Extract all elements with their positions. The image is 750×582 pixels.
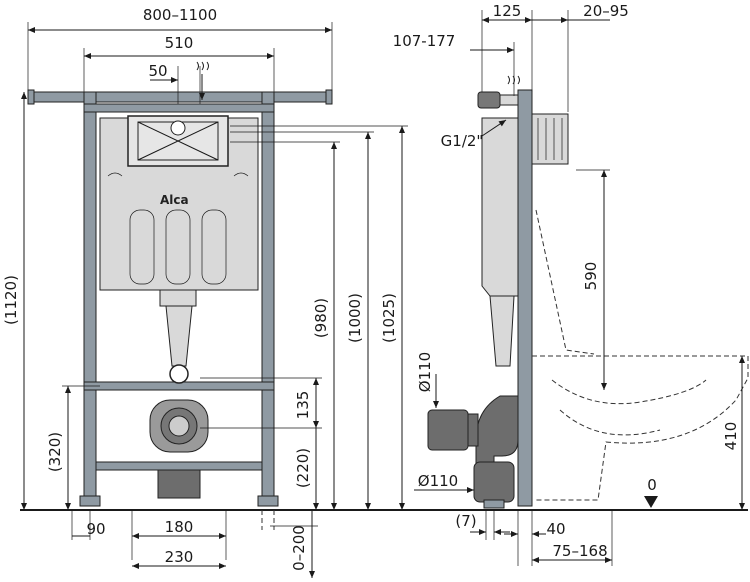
dim-40: 40: [546, 520, 565, 538]
dim-1000: (1000): [346, 293, 364, 343]
dim-107-177: 107-177: [393, 32, 456, 50]
dim-800-1100: 800–1100: [143, 6, 217, 24]
dim-g12: G1/2": [441, 132, 484, 150]
side-view: [427, 89, 749, 509]
frame-lower-bar: [95, 461, 263, 471]
drain-pipe-stub: [157, 469, 201, 499]
frame-right-foot: [257, 495, 279, 507]
frame-left-post: [83, 91, 97, 505]
dim-220: (220): [294, 448, 312, 488]
flush-pipe: [165, 305, 193, 367]
dim-75-168: 75–168: [552, 542, 607, 560]
side-frame-post: [517, 89, 533, 507]
side-drain-socket: [427, 409, 469, 451]
dim-230: 230: [165, 548, 194, 566]
front-view: Alca: [27, 89, 333, 530]
dim-125: 125: [493, 2, 522, 20]
dim-diam110-bottom: Ø110: [418, 472, 458, 490]
brand-logo: Alca: [160, 193, 189, 207]
dim-410: 410: [722, 422, 740, 451]
dim-135: 135: [294, 391, 312, 420]
mounting-rail: [27, 91, 333, 103]
dim-7: (7): [455, 512, 476, 530]
dim-1025: (1025): [380, 293, 398, 343]
side-dimensions: 125 20–95 107-177 G1/2" 590 Ø110 Ø110 41…: [393, 2, 745, 566]
frame-right-post: [261, 91, 275, 505]
frame-top-bar: [83, 103, 275, 113]
dim-320: (320): [46, 432, 64, 472]
dim-zero: 0: [647, 476, 657, 494]
side-cistern: [481, 117, 519, 297]
dim-1120: (1120): [2, 275, 20, 325]
dim-180: 180: [165, 518, 194, 536]
toilet-seat-outline: [535, 209, 595, 355]
dim-90: 90: [86, 520, 105, 538]
front-dimensions: 800–1100 510 50 (1120) (980) (1000) (102…: [2, 6, 408, 578]
dim-50: 50: [148, 62, 167, 80]
dim-20-95: 20–95: [583, 2, 629, 20]
dim-diam110-top: Ø110: [416, 352, 434, 392]
side-wall-bracket: [531, 113, 569, 165]
toilet-bowl-outline: [532, 355, 749, 501]
frame-left-foot: [79, 495, 101, 507]
dim-510: 510: [165, 34, 194, 52]
dim-0-200: 0–200: [290, 525, 308, 571]
dim-590: 590: [582, 262, 600, 291]
dim-980: (980): [312, 298, 330, 338]
